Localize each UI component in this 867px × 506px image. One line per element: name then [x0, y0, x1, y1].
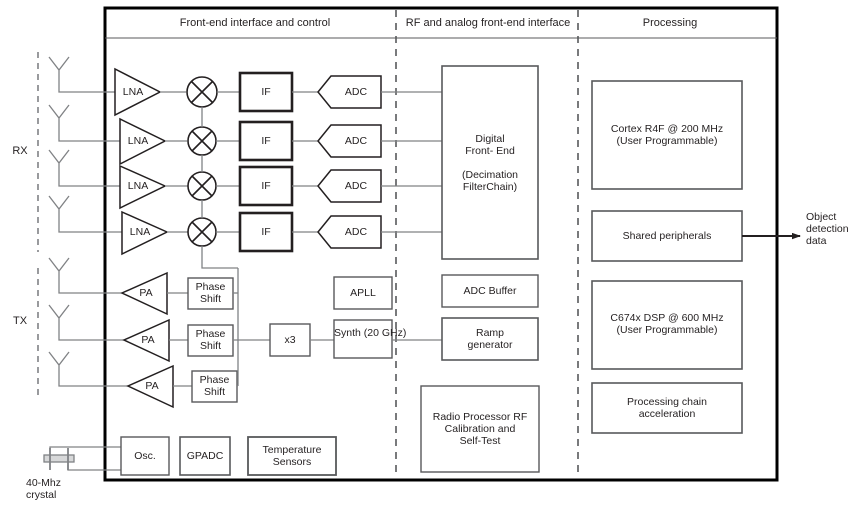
- x3-block-shape: [269, 323, 311, 357]
- lna-4-label: LNA: [129, 226, 151, 238]
- lna-4-shape: [121, 210, 169, 256]
- c674x-dsp-label: C674x DSP @ 600 MHz (User Programmable): [610, 312, 724, 336]
- if-3-shape: [238, 165, 294, 207]
- section-title-rf-analog: RF and analog front-end interface: [405, 17, 571, 29]
- cortex-r4f-shape: [591, 80, 743, 190]
- cortex-r4f-label: Cortex R4F @ 200 MHz (User Programmable): [610, 123, 724, 147]
- temperature-sensors-block-shape: [247, 436, 337, 476]
- x3-label: x3: [284, 334, 296, 346]
- ramp-generator-shape: [441, 317, 539, 361]
- digital-front-end-label: Digital Front- End (Decimation FilterCha…: [461, 133, 519, 193]
- pa-1-label: PA: [139, 287, 153, 299]
- lna-3-shape: [119, 164, 167, 210]
- phase-shift-1-label: Phase Shift: [195, 281, 226, 305]
- pa-3-label: PA: [145, 380, 159, 392]
- gpadc-block-shape: [179, 436, 231, 476]
- object-detection-output-label: Object detection data: [806, 211, 849, 247]
- lna-1-label: LNA: [122, 86, 144, 98]
- lna-2-shape: [119, 117, 167, 166]
- shared-peripherals-label: Shared peripherals: [622, 230, 712, 242]
- adc-buffer-shape: [441, 274, 539, 308]
- if-2-label: IF: [261, 135, 271, 147]
- radio-processor-shape: [420, 385, 540, 473]
- gpadc-label: GPADC: [186, 450, 224, 462]
- adc-2-label: ADC: [344, 135, 368, 147]
- adc-3-label: ADC: [344, 180, 368, 192]
- tx-chain-2: [105, 318, 270, 363]
- adc-1-label: ADC: [344, 86, 368, 98]
- synth-label: Synth (20 GHz): [334, 327, 407, 339]
- tx-antenna-group: [48, 257, 105, 387]
- ramp-generator-label: Ramp generator: [467, 327, 513, 351]
- apll-block-shape: [333, 276, 393, 310]
- rx-antenna-group: [48, 56, 105, 233]
- rx-chain-4: [105, 210, 442, 256]
- crystal-to-osc-leads: [49, 446, 121, 471]
- rx-chain-1: [105, 67, 442, 117]
- rx-chain-3: [105, 164, 442, 210]
- osc-label: Osc.: [134, 450, 156, 462]
- crystal-label: 40-Mhz crystal: [26, 477, 62, 501]
- osc-block-shape: [120, 436, 170, 476]
- lna-1-shape: [114, 67, 162, 117]
- pa-2-label: PA: [141, 334, 155, 346]
- adc-buffer-label: ADC Buffer: [463, 285, 517, 297]
- processing-chain-accel-label: Processing chain acceleration: [627, 396, 707, 420]
- temperature-sensors-label: Temperature Sensors: [262, 444, 322, 468]
- digital-front-end-shape: [441, 65, 539, 260]
- if-2-shape: [238, 120, 294, 162]
- lo-distribution-net: [201, 107, 238, 269]
- lna-3-label: LNA: [127, 180, 149, 192]
- lna-2-label: LNA: [127, 135, 149, 147]
- shared-peripherals-shape: [591, 210, 743, 262]
- radio-processor-label: Radio Processor RF Calibration and Self-…: [432, 411, 528, 447]
- if-3-label: IF: [261, 180, 271, 192]
- tx-chain-3: [105, 364, 238, 409]
- rx-chain-2: [105, 117, 442, 166]
- phase-shift-3-shape: [191, 370, 238, 403]
- chip-boundary: [103, 6, 779, 482]
- section-title-frontend: Front-end interface and control: [179, 17, 331, 29]
- phase-shift-3-label: Phase Shift: [199, 374, 230, 398]
- processing-chain-accel-shape: [591, 382, 743, 434]
- apll-label: APLL: [350, 287, 376, 299]
- section-title-processing: Processing: [642, 17, 698, 29]
- crystal-symbol: [43, 448, 75, 470]
- c674x-dsp-shape: [591, 280, 743, 370]
- if-1-label: IF: [261, 86, 271, 98]
- rx-group-label: RX: [12, 145, 28, 157]
- phase-shift-1-shape: [187, 277, 234, 310]
- phase-shift-2-label: Phase Shift: [195, 328, 226, 352]
- tx-group-label: TX: [12, 315, 28, 327]
- synth-block-shape: [333, 319, 393, 359]
- if-1-shape: [238, 71, 294, 113]
- tx-chain-1: [105, 271, 238, 316]
- adc-4-label: ADC: [344, 226, 368, 238]
- if-4-label: IF: [261, 226, 271, 238]
